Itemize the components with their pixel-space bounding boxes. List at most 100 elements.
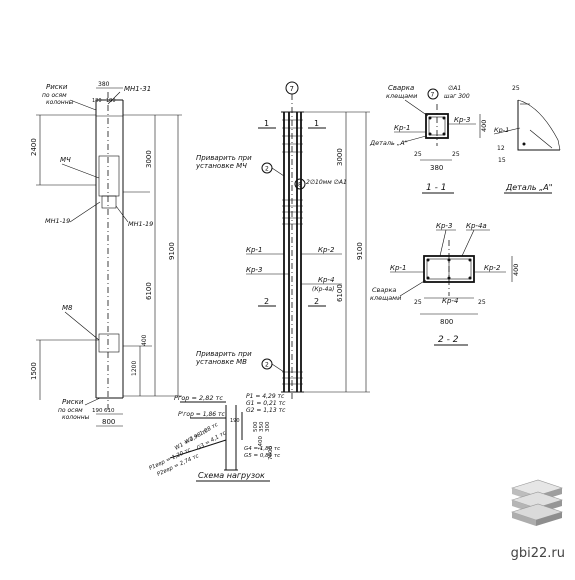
s22-kr4-leader2 <box>461 229 475 257</box>
s11-detail: Деталь „А" <box>369 139 408 147</box>
dim-2400: 2400 <box>30 138 38 156</box>
dim-9100: 9100 <box>168 242 176 260</box>
load-dim-5: 7800 <box>268 446 274 460</box>
s22-title: 2 - 2 <box>438 335 459 345</box>
axis-label-7: 7 <box>290 85 294 93</box>
middle-column-reinforcement: 7 1 1 2 2 <box>195 81 370 400</box>
p-hor: Pгор = 2,82 тс <box>174 394 223 402</box>
logo-slab-3-side <box>512 512 536 526</box>
dim-400: 400 <box>141 334 148 346</box>
dim-top-width: 380 <box>98 81 110 88</box>
detail-dim-25: 25 <box>512 85 520 92</box>
leader-mch <box>61 163 100 179</box>
s22-bar-5 <box>447 276 451 280</box>
s11-kr1: Кр-1 <box>394 124 410 132</box>
detail-dim-15: 15 <box>498 157 506 164</box>
g1: G1 = 0,21 тс <box>246 400 286 407</box>
dim-bottom-total: 800 <box>102 418 115 426</box>
risks-top-line2: по осям <box>42 92 67 99</box>
leader-2a <box>271 167 285 177</box>
note-mv-line2: установке МВ <box>195 358 247 366</box>
circle-8-label: 8 <box>298 182 302 189</box>
leader-m8 <box>64 311 100 341</box>
dim-bottom-b: 610 <box>104 408 115 414</box>
mid-dim-6100: 6100 <box>336 284 344 302</box>
g2: G2 = 1,13 тс <box>246 407 286 414</box>
mid-kr4b: (Кр-4а) <box>312 286 334 293</box>
detail-kr1: Кр-1 <box>494 126 509 134</box>
dim-6100: 6100 <box>145 282 153 300</box>
risks-bottom-line1: Риски <box>62 398 84 406</box>
risks-bottom-line3: колонны <box>62 414 90 421</box>
s22-kr4: Кр-4а <box>466 222 487 230</box>
note-mch-line1: Приварить при <box>196 154 252 162</box>
bar-1 <box>428 116 432 120</box>
section-2-left-label: 2 <box>264 297 269 306</box>
dim-1500: 1500 <box>30 362 38 380</box>
s22-weld-line2: клещами <box>370 294 401 302</box>
s11-detail-leader <box>403 135 427 143</box>
s11-kr3: Кр-3 <box>454 116 470 124</box>
circle-2b-label: 2 <box>265 362 269 369</box>
mid-kr2: Кр-2 <box>318 246 335 254</box>
section-1-right-label: 1 <box>314 119 319 128</box>
detail-kr1-leader <box>493 127 521 135</box>
s11-dim-400: 400 <box>480 120 488 132</box>
section-2-right-label: 2 <box>314 297 319 306</box>
p-hor2: P'гор = 1,86 тс <box>178 411 226 418</box>
detail-dim-12: 12 <box>497 145 505 152</box>
risks-bottom-line2: по осям <box>58 407 83 414</box>
mid-dim-9100: 9100 <box>356 242 364 260</box>
dim-top-a: 180 <box>92 98 102 104</box>
section-2-2: Кр-3 Кр-4а Кр-1 Кр-2 Сварка клещами 400 … <box>370 222 520 346</box>
arrow-w <box>169 439 227 459</box>
dim-bottom-a: 190 <box>92 408 103 414</box>
section-1-left-label: 1 <box>264 119 269 128</box>
s11-weld-leader <box>404 99 429 117</box>
mark-m8: М8 <box>62 304 73 312</box>
mark-mn1-19-left: МН1-19 <box>45 217 70 225</box>
s22-bar-6 <box>468 276 472 280</box>
mid-dim-3000: 3000 <box>336 148 344 166</box>
leader-risks-bottom <box>84 397 101 406</box>
detail-a: Кр-1 25 12 15 Деталь „А" <box>493 85 561 194</box>
mid-kr3: Кр-3 <box>246 266 262 274</box>
s22-kr2: Кр-2 <box>484 264 501 272</box>
s22-bar-3 <box>468 258 472 262</box>
g5: G5 = 0,81 тс <box>244 453 280 459</box>
load-dim-1: 500 <box>253 421 259 432</box>
note-mv-line1: Приварить при <box>196 350 252 358</box>
s11-dim-25b: 25 <box>452 151 460 158</box>
detail-a-title: Деталь „А" <box>505 183 552 192</box>
leader-mn1-31 <box>107 91 121 105</box>
detail-a-corner <box>517 100 560 151</box>
s22-bar-1 <box>426 258 430 262</box>
mid-kr4: Кр-4 <box>318 276 334 284</box>
logo-slab-3-front <box>536 512 562 526</box>
load-dim-6: 190 <box>230 418 240 424</box>
rebar-note: 2∅10мм ∅А1 <box>306 179 347 186</box>
detail-a-bar <box>522 142 526 146</box>
g4: G4 = 1,80 тс <box>244 446 280 452</box>
embedded-detail-m8 <box>98 333 120 353</box>
s11-circle-7 <box>427 88 439 100</box>
s22-weld-leader <box>399 279 427 297</box>
load-dim-4: 1400 <box>258 436 264 450</box>
s11-title: 1 - 1 <box>426 183 446 193</box>
load-scheme-title: Схема нагрузок <box>198 471 265 480</box>
s22-weld-line1: Сварка <box>372 286 396 294</box>
circle-8 <box>294 178 306 190</box>
leader-2b <box>271 363 285 373</box>
s22-kr3: Кр-3 <box>436 222 452 230</box>
s22-bar-2 <box>447 258 451 262</box>
s22-dim-25b: 25 <box>478 299 486 306</box>
leader-risks-top <box>69 99 97 111</box>
s11-circle-label: 7 <box>431 92 435 99</box>
mark-mn1-31: МН1-31 <box>124 85 151 93</box>
s22-dim-25a: 25 <box>414 299 422 306</box>
bar-4 <box>442 132 446 136</box>
mid-kr1: Кр-1 <box>246 246 262 254</box>
s22-dim-800: 800 <box>440 318 453 326</box>
left-column-elevation: 380 180 180 МН1-31 Риски по осям колонны… <box>30 81 182 427</box>
